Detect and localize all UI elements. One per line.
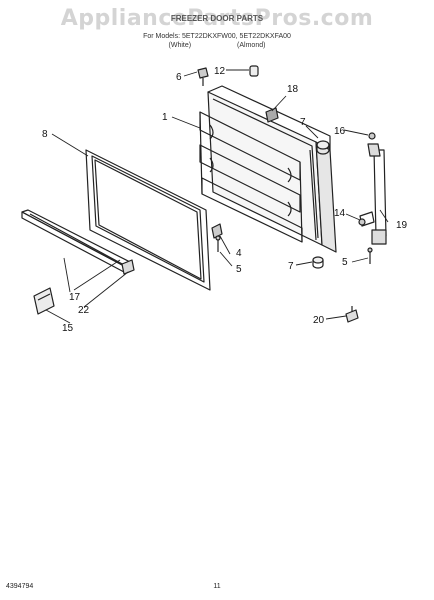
callout-7-top: 7: [300, 117, 306, 128]
callout-22: 22: [78, 305, 90, 316]
callout-18: 18: [287, 84, 299, 95]
callout-8: 8: [42, 129, 48, 140]
hinge-bracket: [359, 143, 387, 245]
callout-20: 20: [313, 315, 325, 326]
callout-17: 17: [69, 292, 81, 303]
diagram-title: FREEZER DOOR PARTS: [170, 14, 264, 23]
callout-15: 15: [62, 323, 74, 334]
callout-16: 16: [334, 126, 346, 137]
screw-5-right: [367, 247, 373, 264]
screw-16: [368, 132, 376, 140]
cap-7-bottom: [312, 256, 324, 269]
leader-lines: [45, 69, 389, 324]
door-outer-panel: [199, 85, 337, 253]
color-white: (White): [168, 42, 192, 49]
watermark: AppliancePartsPros.com: [60, 6, 374, 31]
plug-18: [265, 107, 279, 123]
screw-5-left: [215, 235, 221, 252]
callout-1: 1: [162, 112, 168, 123]
part-number: 4394794: [6, 583, 34, 590]
nameplate: [33, 287, 55, 315]
trim-end-cap: [121, 259, 135, 275]
callout-6: 6: [176, 72, 182, 83]
clip-20: [345, 306, 359, 323]
screw-4: [211, 223, 223, 239]
model-numbers: For Models: 5ET22DKXFW00, 5ET22DKXFA00: [143, 33, 291, 40]
plug-12: [249, 65, 259, 77]
callout-14: 14: [334, 208, 346, 219]
callout-5-left: 5: [236, 264, 242, 275]
screw-6: [197, 67, 209, 86]
callout-5-right: 5: [342, 257, 348, 268]
color-legend: (White) (Almond): [0, 42, 434, 49]
door-gasket: [85, 149, 211, 291]
callout-19: 19: [396, 220, 408, 231]
screw-14: [358, 218, 366, 226]
callout-4: 4: [236, 248, 242, 259]
color-almond: (Almond): [237, 42, 266, 49]
trim-strip: [21, 209, 131, 273]
callout-12: 12: [214, 66, 226, 77]
page-number: 11: [213, 583, 221, 590]
cap-7-top: [316, 140, 330, 155]
callout-labels: 1 4 5 5 6 7 7 8 12 14 15 16 17 18 19 20 …: [42, 66, 408, 334]
callout-7-bottom: 7: [288, 261, 294, 272]
